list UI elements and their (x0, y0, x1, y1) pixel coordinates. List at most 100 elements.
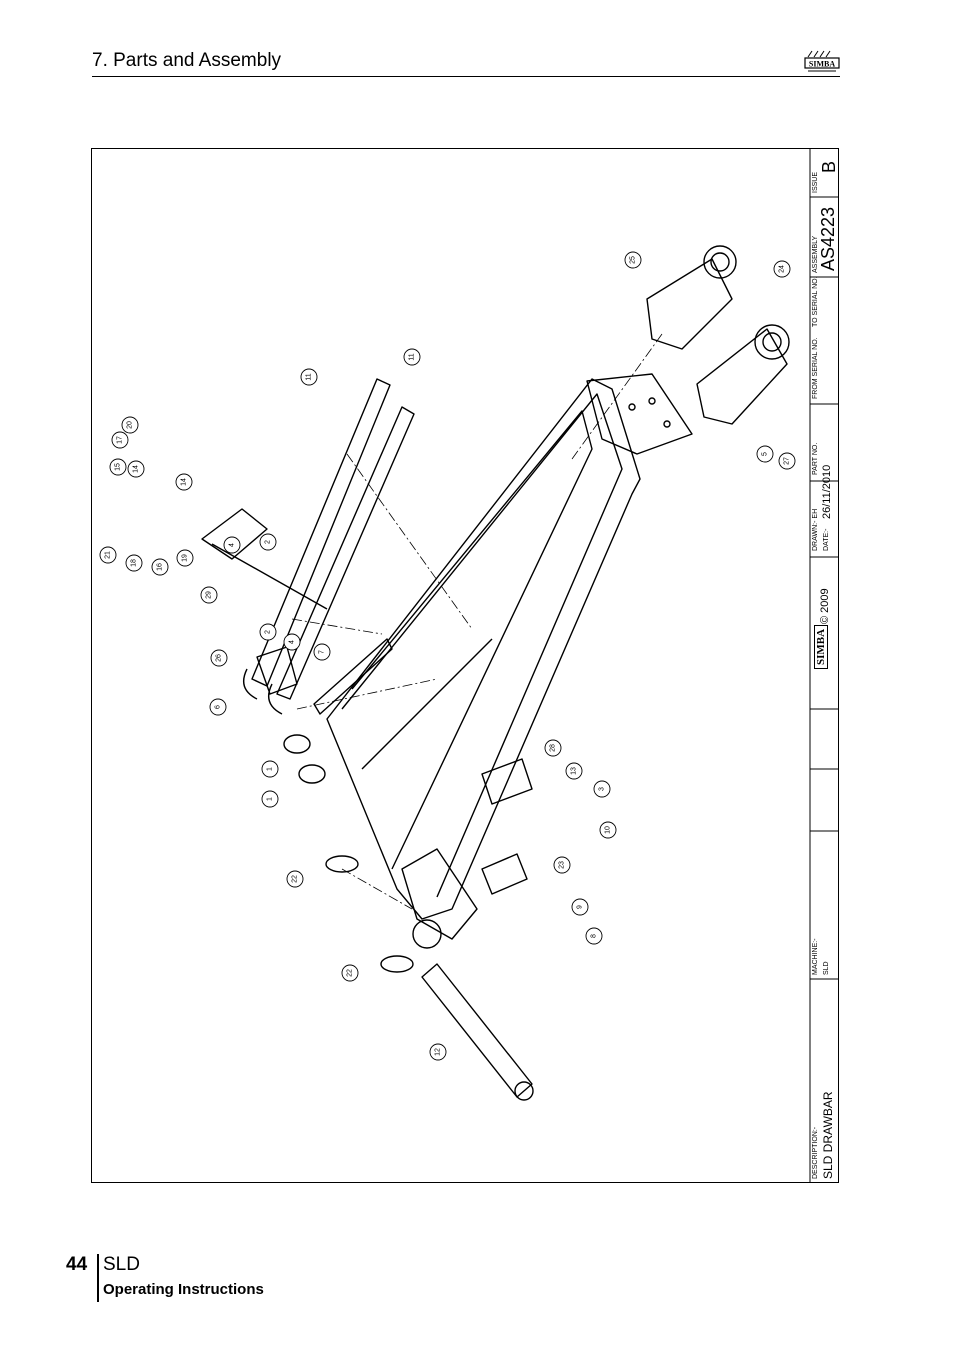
callout-balloon (585, 927, 603, 945)
svg-text:SIMBA: SIMBA (809, 60, 835, 69)
to-serial-label: TO SERIAL NO. (812, 276, 819, 327)
callout-balloon (571, 898, 589, 916)
callout-label: 29 (206, 591, 213, 599)
drawbar-frame (326, 378, 641, 920)
title-block-logo: SIMBA (814, 624, 828, 669)
callout-balloon (99, 546, 117, 564)
callout-23: 23 (553, 856, 571, 874)
callout-label: 23 (559, 861, 566, 869)
callout-28: 28 (544, 739, 562, 757)
eye-hitch-1 (646, 258, 733, 350)
callout-11: 11 (403, 348, 421, 366)
guard-plate (481, 758, 533, 805)
callout-label: 26 (216, 654, 223, 662)
callout-balloon (553, 856, 571, 874)
callout-label: 8 (591, 934, 598, 938)
callout-label: 21 (105, 551, 112, 559)
callout-label: 13 (571, 767, 578, 775)
callout-balloon (200, 586, 218, 604)
callout-8: 8 (585, 927, 603, 945)
callout-1: 1 (261, 760, 279, 778)
sleeve (256, 646, 298, 695)
callout-4: 4 (283, 633, 301, 651)
title-block-lines (809, 149, 838, 1182)
callout-2: 2 (259, 533, 277, 551)
callout-balloon (109, 458, 127, 476)
callout-14: 14 (175, 473, 193, 491)
machine-value: SLD (823, 961, 830, 975)
date-value: 26/11/2010 (821, 464, 833, 519)
callout-19: 19 (176, 549, 194, 567)
callout-balloon (565, 762, 583, 780)
description-value: SLD DRAWBAR (821, 1091, 835, 1179)
assembly-number: AS4223 (818, 206, 838, 271)
callout-label: 12 (435, 1048, 442, 1056)
copyright: © 2009 (819, 588, 831, 624)
callout-18: 18 (125, 554, 143, 572)
callout-label: 24 (779, 265, 786, 273)
callout-balloon (778, 452, 796, 470)
callout-14: 14 (127, 460, 145, 478)
callout-27: 27 (778, 452, 796, 470)
callout-label: 10 (605, 826, 612, 834)
callout-label: 3 (599, 787, 606, 791)
callout-balloon (209, 698, 227, 716)
callout-label: 4 (229, 543, 236, 547)
callout-label: 14 (133, 465, 140, 473)
callout-label: 2 (265, 630, 272, 634)
callout-balloon (127, 460, 145, 478)
callout-balloon (223, 536, 241, 554)
header-rule (92, 76, 840, 77)
end-housing (401, 848, 478, 940)
callout-label: 27 (784, 457, 791, 465)
callout-label: 22 (292, 875, 299, 883)
callout-1: 1 (261, 790, 279, 808)
callout-label: 15 (115, 463, 122, 471)
description-label: DESCRIPTION:- (812, 1126, 819, 1179)
callout-17: 17 (111, 431, 129, 449)
footer-document-title: Operating Instructions (103, 1281, 264, 1298)
callout-balloon (756, 445, 774, 463)
callout-25: 25 (624, 251, 642, 269)
callout-12: 12 (429, 1043, 447, 1061)
callout-label: 2 (265, 540, 272, 544)
callout-3: 3 (593, 780, 611, 798)
section-title: 7. Parts and Assembly (92, 50, 282, 71)
spanner-1 (251, 378, 391, 687)
callout-balloon (111, 431, 129, 449)
callout-balloon (624, 251, 642, 269)
callout-26: 26 (210, 649, 228, 667)
callout-9: 9 (571, 898, 589, 916)
callout-balloon (259, 623, 277, 641)
callout-label: 11 (306, 373, 313, 380)
callout-balloon (429, 1043, 447, 1061)
callout-label: 17 (117, 436, 124, 444)
callout-11: 11 (300, 368, 318, 386)
callout-balloon (313, 643, 331, 661)
callout-22: 22 (341, 964, 359, 982)
callout-label: 6 (215, 705, 222, 709)
page-number: 44 (66, 1254, 88, 1275)
valve-block (481, 853, 528, 895)
spanner-2 (276, 406, 415, 700)
callout-balloon (125, 554, 143, 572)
callout-balloon (403, 348, 421, 366)
hitch-plate (586, 373, 693, 455)
callout-balloon (121, 416, 139, 434)
callout-label: 25 (630, 256, 637, 264)
footer-divider (97, 1254, 99, 1302)
callout-balloon (286, 870, 304, 888)
callout-label: 14 (181, 478, 188, 486)
callout-22: 22 (286, 870, 304, 888)
callout-balloon (300, 368, 318, 386)
callout-5: 5 (756, 445, 774, 463)
callout-balloon (151, 558, 169, 576)
callout-label: 22 (347, 969, 354, 977)
callout-4: 4 (223, 536, 241, 554)
simba-logo: SIMBA (804, 50, 840, 72)
callout-balloon (210, 649, 228, 667)
bracket (201, 508, 268, 560)
callout-label: 18 (131, 559, 138, 567)
callout-balloons: 1122344567891011111213141415161718192021… (99, 251, 796, 1061)
